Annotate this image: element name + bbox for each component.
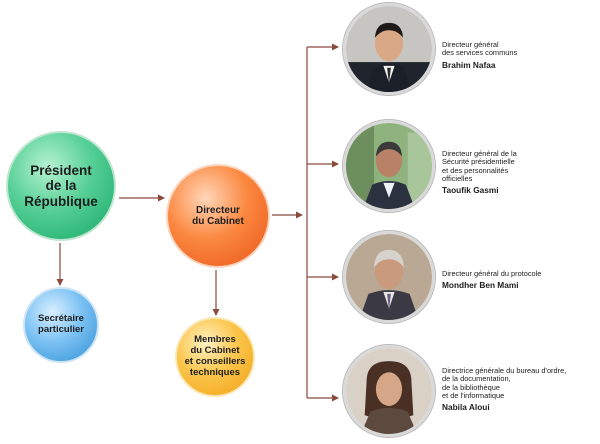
official-info-3: Directeur général du protocole Mondher B…	[442, 269, 600, 291]
official-info-4: Directrice générale du bureau d'ordre, d…	[442, 366, 600, 413]
official-role: Directeur général du protocole	[442, 269, 542, 278]
node-directeur-du-cabinet: Directeur du Cabinet	[166, 164, 270, 268]
official-name: Mondher Ben Mami	[442, 280, 519, 291]
portrait-photo-3	[343, 231, 435, 323]
node-membres-du-cabinet: Membres du Cabinet et conseillers techni…	[175, 317, 255, 397]
portrait-photo-2	[343, 120, 435, 212]
official-role: Directeur général des services communs	[442, 40, 518, 58]
official-name: Taoufik Gasmi	[442, 185, 499, 196]
official-role: Directeur général de la Sécurité préside…	[442, 149, 517, 183]
official-info-1: Directeur général des services communs B…	[442, 40, 600, 70]
official-info-2: Directeur général de la Sécurité préside…	[442, 149, 600, 196]
official-name: Brahim Nafaa	[442, 59, 496, 70]
official-role: Directrice générale du bureau d'ordre, d…	[442, 366, 567, 400]
portrait-photo-4	[343, 345, 435, 437]
portrait-photo-1	[343, 3, 435, 95]
node-president: Président de la République	[6, 131, 116, 241]
node-secretaire-particulier: Secrétaire particulier	[23, 287, 99, 363]
official-name: Nabila Aloui	[442, 402, 490, 413]
